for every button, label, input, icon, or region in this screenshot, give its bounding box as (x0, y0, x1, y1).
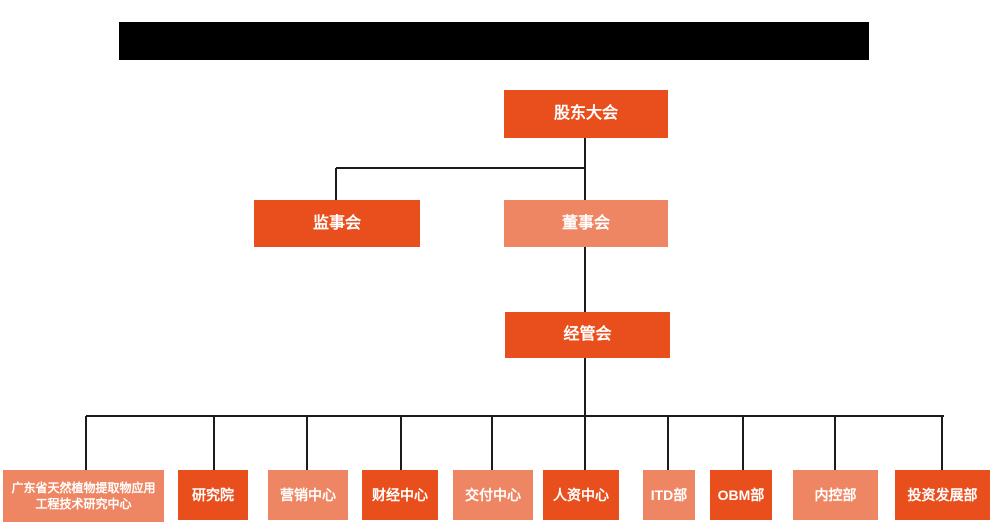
connector-segment (85, 416, 87, 470)
org-node-obm-dept: OBM部 (710, 470, 772, 520)
connector-segment (86, 415, 944, 417)
org-node-hr-center: 人资中心 (543, 470, 619, 520)
connector-segment (667, 416, 669, 470)
org-node-research-institute: 研究院 (178, 470, 248, 520)
connector-segment (742, 416, 744, 470)
org-node-finance-center: 财经中心 (362, 470, 438, 520)
redacted-title-bar (119, 22, 869, 60)
connector-segment (400, 416, 402, 470)
connector-segment (306, 416, 308, 470)
org-node-shareholders-meeting: 股东大会 (504, 90, 668, 138)
connector-segment (335, 168, 337, 200)
org-node-investment-development-dept: 投资发展部 (895, 470, 990, 520)
connector-segment (584, 416, 586, 470)
connector-segment (941, 416, 943, 470)
org-node-board-of-directors: 董事会 (504, 200, 668, 247)
connector-segment (584, 247, 586, 312)
org-node-delivery-center: 交付中心 (453, 470, 533, 520)
connector-segment (584, 138, 586, 201)
org-node-itd-dept: ITD部 (643, 470, 695, 520)
connector-segment (491, 416, 493, 470)
org-node-marketing-center: 营销中心 (268, 470, 348, 520)
org-node-internal-control-dept: 内控部 (793, 470, 878, 520)
org-node-supervisory-board: 监事会 (254, 200, 420, 247)
connector-segment (336, 167, 586, 169)
connector-segment (213, 416, 215, 470)
connector-segment (584, 358, 586, 418)
org-node-gd-research-center: 广东省天然植物提取物应用工程技术研究中心 (3, 470, 164, 522)
connector-segment (834, 416, 836, 470)
org-node-management-committee: 经管会 (505, 312, 670, 358)
